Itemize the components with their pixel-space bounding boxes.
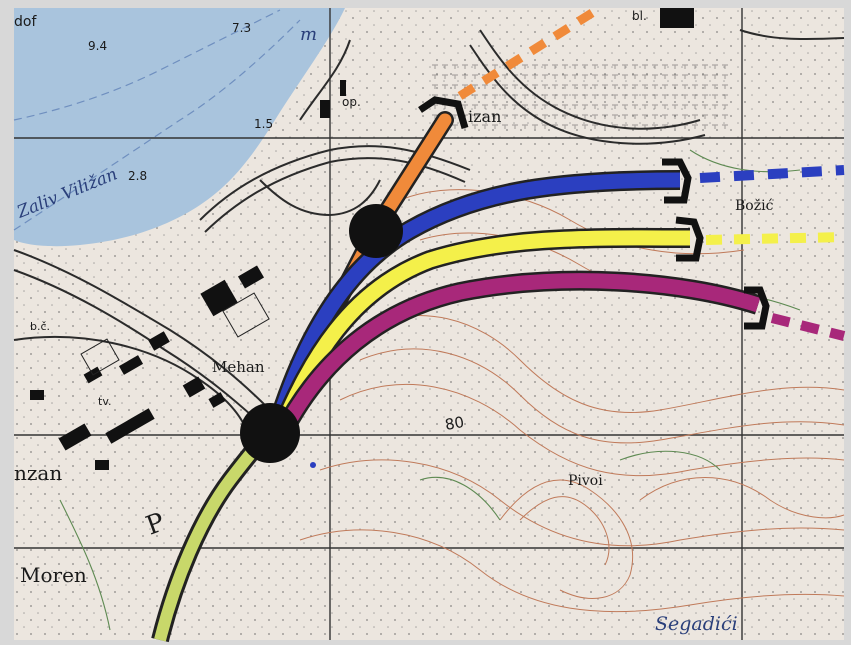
route-yellow-dashed [705, 232, 845, 245]
label-tv: tv. [98, 395, 111, 408]
label-pivoi: Pivoi [568, 473, 603, 489]
route-purple-fill [275, 273, 761, 438]
label-depth-2-8: 2.8 [128, 169, 147, 183]
label-m: m [300, 24, 317, 45]
label-contour-80: 80 [444, 413, 466, 434]
route-purple-dashed [770, 313, 846, 341]
label-moren: Moren [20, 563, 87, 587]
label-dof: dof [14, 14, 37, 30]
label-bc: b.č. [30, 320, 50, 333]
buildings [30, 8, 694, 470]
label-bozic: Božić [735, 198, 774, 214]
sea-depth-contour [13, 9, 281, 121]
label-op: op. [342, 95, 361, 109]
route-yellow-fill [273, 230, 691, 435]
hatched-buildings [80, 292, 270, 376]
junction-south [240, 403, 300, 463]
tunnel-portals [418, 96, 770, 330]
label-depth-9-4: 9.4 [88, 39, 107, 53]
label-depth-1-5: 1.5 [254, 117, 273, 131]
junction-north [349, 204, 403, 258]
route-blue-dashed [699, 165, 845, 183]
sea-depth-contour [13, 19, 301, 231]
label-depth-7-3: 7.3 [232, 21, 251, 35]
label-segadici: Segadići [655, 613, 738, 635]
sea-area [14, 8, 345, 247]
route-blue-fill [268, 172, 681, 433]
label-mehan: Mehan [212, 358, 265, 376]
label-izan: izan [468, 107, 501, 126]
label-bl: bl. [632, 9, 647, 23]
map-point [310, 462, 316, 468]
label-nzan: nzan [14, 461, 62, 485]
